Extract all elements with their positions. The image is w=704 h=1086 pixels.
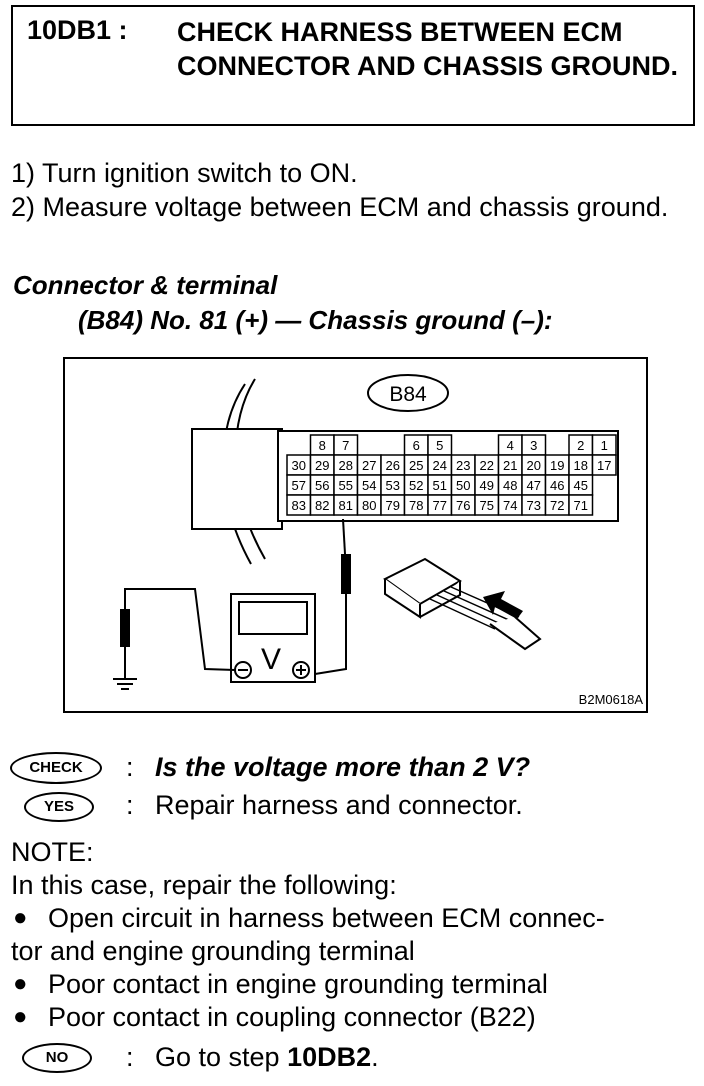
arrow-icon — [483, 591, 523, 619]
terminal-label: 53 — [386, 478, 400, 493]
ground-wire — [124, 588, 236, 671]
step-title: CHECK HARNESS BETWEEN ECM CONNECTOR AND … — [177, 17, 679, 81]
terminal-label: 55 — [339, 478, 353, 493]
bullet-dot: ● — [13, 970, 28, 997]
no-answer-prefix: Go to step — [155, 1042, 288, 1072]
terminal-label: 28 — [339, 458, 353, 473]
terminal-label: 50 — [456, 478, 470, 493]
terminal-label: 48 — [503, 478, 517, 493]
terminal-label: 57 — [292, 478, 306, 493]
terminal-label: 23 — [456, 458, 470, 473]
connector-label: B84 — [389, 383, 427, 406]
check-question: Is the voltage more than 2 V? — [155, 752, 531, 782]
terminal-label: 52 — [409, 478, 423, 493]
note-bullet-1: Open circuit in harness between ECM conn… — [48, 903, 605, 933]
terminal-label: 20 — [527, 458, 541, 473]
terminal-label: 1 — [601, 438, 608, 453]
header-box: 10DB1 : CHECK HARNESS BETWEEN ECM CONNEC… — [11, 5, 695, 126]
terminal-label: 83 — [292, 498, 306, 513]
connector-heading: Connector & terminal — [13, 270, 278, 300]
connector-terminals: (B84) No. 81 (+) — Chassis ground (–): — [78, 305, 553, 335]
terminal-label: 18 — [574, 458, 588, 473]
terminal-label: 21 — [503, 458, 517, 473]
voltmeter-symbol: V — [261, 643, 281, 676]
probe-wire — [314, 594, 347, 675]
terminal-label: 46 — [550, 478, 564, 493]
terminal-label: 22 — [480, 458, 494, 473]
terminal-label: 73 — [527, 498, 541, 513]
yes-badge: YES — [24, 792, 94, 822]
terminal-label: 3 — [530, 438, 537, 453]
terminal-label: 6 — [413, 438, 420, 453]
check-badge: CHECK — [10, 752, 102, 784]
terminal-label: 2 — [577, 438, 584, 453]
terminal-label: 79 — [386, 498, 400, 513]
note-label: NOTE: — [11, 837, 94, 867]
figure-id: B2M0618A — [579, 692, 644, 707]
bullet-dot: ● — [13, 1003, 28, 1030]
note-bullet-2: Poor contact in engine grounding termina… — [48, 969, 548, 999]
no-badge: NO — [22, 1043, 92, 1073]
probe-wire — [342, 518, 346, 555]
connector-body-left — [191, 428, 283, 530]
terminal-label: 8 — [319, 438, 326, 453]
instruction-step-1: 1) Turn ignition switch to ON. — [11, 158, 358, 188]
terminal-label: 25 — [409, 458, 423, 473]
terminal-label: 45 — [574, 478, 588, 493]
check-colon: : — [126, 752, 134, 782]
terminal-label: 74 — [503, 498, 517, 513]
step-code: 10DB1 : — [27, 15, 128, 45]
note-bullet-1-cont: tor and engine grounding terminal — [11, 936, 415, 966]
terminal-label: 51 — [433, 478, 447, 493]
terminal-label: 27 — [362, 458, 376, 473]
terminal-label: 19 — [550, 458, 564, 473]
instruction-step-2: 2) Measure voltage between ECM and chass… — [11, 192, 669, 222]
note-bullet-3: Poor contact in coupling connector (B22) — [48, 1002, 536, 1032]
terminal-label: 4 — [507, 438, 514, 453]
terminal-label: 81 — [339, 498, 353, 513]
probe-minus — [120, 609, 130, 647]
note-intro: In this case, repair the following: — [11, 870, 397, 900]
terminal-label: 71 — [574, 498, 588, 513]
no-colon: : — [126, 1042, 134, 1072]
terminal-label: 82 — [315, 498, 329, 513]
terminal-label: 75 — [480, 498, 494, 513]
terminal-label: 24 — [433, 458, 447, 473]
terminal-label: 17 — [597, 458, 611, 473]
terminal-label: 56 — [315, 478, 329, 493]
terminal-label: 54 — [362, 478, 376, 493]
terminal-label: 49 — [480, 478, 494, 493]
terminal-label: 7 — [342, 438, 349, 453]
terminal-label: 5 — [436, 438, 443, 453]
plug-illustration — [383, 557, 542, 651]
yes-answer: Repair harness and connector. — [155, 790, 523, 820]
terminal-label: 29 — [315, 458, 329, 473]
no-answer-suffix: . — [371, 1042, 379, 1072]
terminal-label: 26 — [386, 458, 400, 473]
connector-label-oval — [367, 374, 449, 412]
probe-plus — [341, 554, 351, 594]
terminal-label: 76 — [456, 498, 470, 513]
no-answer-step: 10DB2 — [287, 1042, 372, 1072]
yes-colon: : — [126, 790, 134, 820]
terminal-label: 77 — [433, 498, 447, 513]
terminal-label: 72 — [550, 498, 564, 513]
terminal-label: 80 — [362, 498, 376, 513]
no-answer: Go to step 10DB2. — [155, 1042, 379, 1073]
bullet-dot: ● — [13, 904, 28, 931]
terminal-cell — [568, 494, 594, 516]
terminal-label: 78 — [409, 498, 423, 513]
terminal-label: 30 — [292, 458, 306, 473]
voltmeter-display — [238, 601, 308, 635]
terminal-cell — [591, 454, 617, 476]
terminal-label: 47 — [527, 478, 541, 493]
